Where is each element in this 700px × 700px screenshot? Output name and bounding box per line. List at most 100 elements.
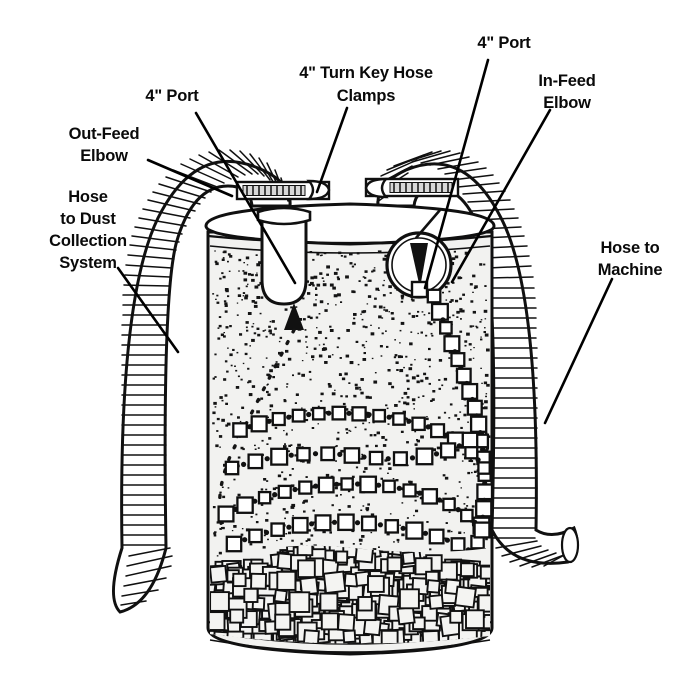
chip-trail-swirl-c: [359, 475, 378, 494]
chip-trail-swirl-c: [421, 488, 439, 505]
wood-chip: [380, 629, 399, 644]
chip-trail-swirl-c: [402, 483, 417, 498]
wood-chip: [426, 579, 441, 594]
chip-trail-down: [455, 367, 472, 384]
leader-line-in-feed-elbow: [450, 108, 552, 284]
chip-trail-down: [443, 335, 461, 353]
wood-chip: [428, 594, 445, 610]
chip-trail-down: [466, 399, 483, 416]
chip-trail-swirl-a: [271, 411, 286, 427]
wood-chip: [210, 591, 230, 612]
chip-trail-swirl-c: [277, 484, 292, 499]
chip-trail-swirl-c: [460, 508, 474, 523]
leader-line-port-right: [423, 58, 490, 290]
chip-trail-swirl-d: [291, 516, 309, 534]
chip-trail-swirl-c: [217, 505, 235, 523]
wood-chip: [210, 611, 226, 631]
wood-chip: [367, 575, 385, 593]
in-feed-flow-wedge: [410, 243, 428, 288]
chip-trail-swirl-a: [411, 416, 426, 432]
chip-trail-swirl-d: [360, 515, 377, 532]
cyclone-flow-paths: [217, 288, 492, 579]
label-leader-lines: [116, 58, 614, 425]
chip-trail-swirl-a: [250, 415, 268, 433]
wood-chip: [273, 588, 288, 604]
chip-trail-swirl-a: [311, 406, 326, 421]
chip-trail-down: [476, 483, 492, 501]
wood-chip: [479, 565, 490, 580]
leader-line-turn-key-hose-clamps: [315, 106, 349, 194]
chip-trail-swirl-b: [320, 446, 336, 462]
wood-chip: [460, 562, 475, 578]
wood-chip: [396, 606, 416, 626]
chip-trail-swirl-d: [225, 535, 243, 553]
wood-chip: [322, 570, 347, 595]
wood-chip: [398, 588, 420, 610]
chip-trail-swirl-a: [291, 408, 306, 423]
leader-line-hose-to-dust-collection-system: [116, 266, 180, 354]
chip-trail-swirl-b: [415, 447, 434, 466]
drum-rim: [204, 202, 496, 246]
wood-chip: [335, 550, 349, 564]
wood-chip: [210, 564, 228, 584]
chip-trail-swirl-a: [351, 406, 367, 422]
label-port-left: 4" Port: [145, 87, 199, 105]
chip-trail-swirl-c: [442, 497, 456, 512]
out-feed-port-collar: [256, 206, 312, 226]
chip-trail-swirl-d: [314, 514, 332, 532]
chip-trail-swirl-a: [232, 422, 248, 438]
wood-chip: [401, 550, 416, 565]
hose-clamp-right: [364, 177, 460, 199]
air-return-path: [217, 328, 296, 530]
label-port-right: 4" Port: [477, 34, 531, 52]
chip-trail-down: [430, 302, 449, 321]
wood-chip: [449, 610, 463, 624]
wood-chip: [386, 556, 403, 573]
chip-trail-swirl-c: [473, 521, 491, 539]
chip-trail-down: [461, 382, 479, 400]
chip-trail-swirl-b: [224, 460, 240, 476]
wood-chip: [243, 587, 259, 603]
chip-trail-swirl-c: [298, 480, 313, 495]
wood-chip-pile: [210, 545, 490, 644]
wood-chip: [297, 559, 316, 579]
wood-chip: [477, 594, 490, 613]
wood-chip: [229, 608, 245, 624]
hose-clamp-left: [235, 179, 331, 201]
chip-trail-swirl-d: [270, 522, 285, 537]
wood-chip: [414, 557, 433, 576]
wood-chip: [302, 629, 320, 644]
chip-trail-down: [439, 320, 453, 335]
wood-chip: [336, 613, 356, 632]
out-feed-port-tube: [256, 206, 312, 306]
chip-trail-swirl-a: [477, 461, 491, 475]
chip-trail-swirl-b: [270, 447, 289, 466]
chip-trail-swirl-c: [257, 490, 272, 505]
chip-trail-down: [426, 288, 442, 304]
chip-trail-swirl-b: [368, 450, 384, 466]
chip-trail-swirl-c: [236, 496, 254, 514]
leader-line-port-left: [194, 111, 297, 285]
chip-trail-swirl-b: [461, 431, 479, 449]
hose-to-dust-collection: [111, 149, 292, 614]
chip-trail-swirl-c: [382, 479, 396, 494]
wood-chip: [250, 572, 268, 590]
chip-trail-swirl-d: [248, 528, 263, 544]
wood-chip: [288, 591, 311, 613]
hose-to-machine: [376, 150, 580, 568]
chip-trail-swirl-a: [331, 405, 347, 421]
chip-trail-swirl-b: [343, 447, 361, 464]
wood-chip: [232, 572, 247, 588]
chip-trail-swirl-d: [428, 528, 445, 545]
chip-trail-swirl-d: [337, 513, 355, 532]
chip-trail-swirl-b: [296, 446, 311, 462]
airflow-arrow-up: [284, 303, 304, 330]
chip-trail-swirl-b: [392, 451, 408, 467]
chip-trail-swirl-d: [384, 519, 400, 534]
